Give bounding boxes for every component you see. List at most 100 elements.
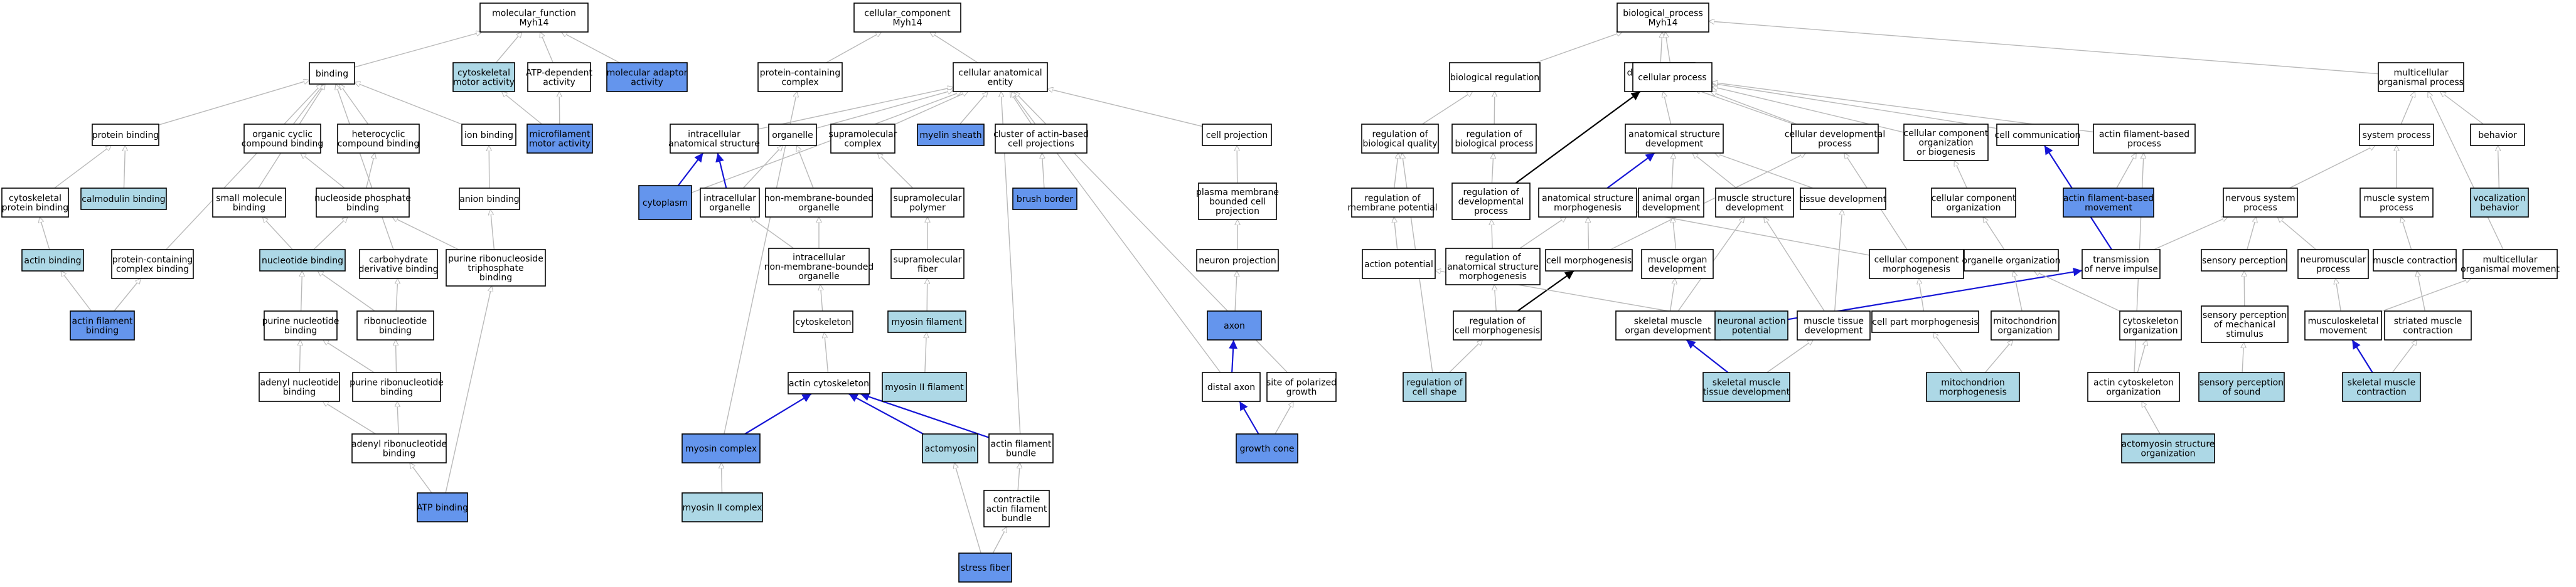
node-bio-reg[interactable]: biological regulation (1449, 62, 1541, 92)
node-cytoplasm[interactable]: cytoplasm (638, 185, 692, 220)
node-organelle[interactable]: organelle (768, 124, 817, 146)
node-axon[interactable]: axon (1207, 310, 1262, 341)
node-stress-fiber[interactable]: stress fiber (958, 553, 1012, 583)
node-muscle-contraction[interactable]: muscle contraction (2373, 249, 2457, 272)
node-ion-binding[interactable]: ion binding (461, 124, 516, 146)
node-cell-morph[interactable]: cell morphogenesis (1545, 249, 1633, 272)
node-protein-binding[interactable]: protein binding (92, 124, 159, 146)
node-sensory-perception[interactable]: sensory perception (2201, 249, 2287, 272)
node-tissue-dev[interactable]: tissue development (1800, 188, 1887, 210)
node-nucleotide-binding[interactable]: nucleotide binding (259, 249, 346, 272)
node-myosin2-filament[interactable]: myosin II filament (882, 372, 967, 402)
node-distal-axon[interactable]: distal axon (1202, 372, 1261, 402)
node-cell-projection[interactable]: cell projection (1202, 124, 1272, 146)
node-cytoskeleton[interactable]: cytoskeleton (793, 310, 853, 333)
node-neuron-projection[interactable]: neuron projection (1196, 249, 1279, 272)
node-calmodulin[interactable]: calmodulin binding (80, 188, 167, 210)
node-brush-border[interactable]: brush border (1012, 188, 1077, 210)
node-cell-part-morph[interactable]: cell part morphogenesis (1871, 310, 1979, 333)
node-action-potential[interactable]: action potential (1362, 249, 1436, 279)
node-actin-cytoskeleton[interactable]: actin cytoskeleton (788, 372, 870, 394)
node-binding[interactable]: binding (309, 62, 355, 85)
node-system-process[interactable]: system process (2359, 124, 2434, 146)
node-organelle-org[interactable]: organelle organization (1962, 249, 2061, 272)
node-myosin2-complex[interactable]: myosin II complex (681, 492, 763, 522)
node-cellular-process[interactable]: cellular process (1632, 62, 1713, 92)
node-cell-comm[interactable]: cell communication (1995, 124, 2081, 146)
node-atp-binding[interactable]: ATP binding (417, 492, 468, 522)
node-growth-cone[interactable]: growth cone (1236, 433, 1298, 463)
node-anion-binding[interactable]: anion binding (459, 188, 520, 210)
node-myelin-sheath[interactable]: myelin sheath (917, 124, 985, 146)
node-myosin-complex[interactable]: myosin complex (681, 433, 761, 463)
node-behavior[interactable]: behavior (2470, 124, 2525, 146)
